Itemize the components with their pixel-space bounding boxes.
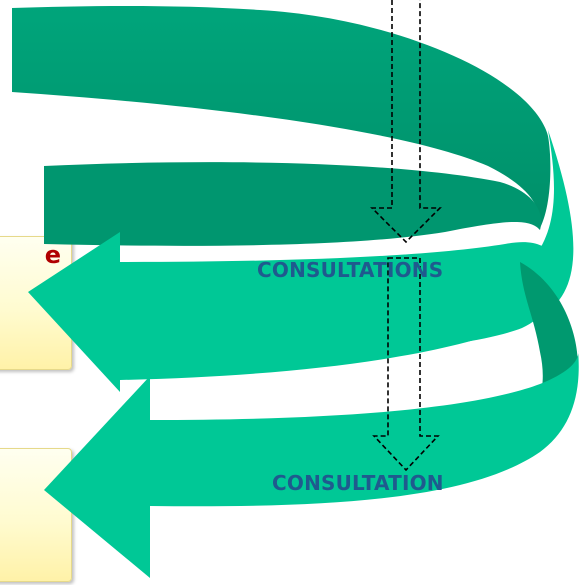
stage-box-upper-text: e	[44, 241, 61, 269]
dashed-arrow-bottom	[372, 257, 440, 472]
dashed-flow-arrows	[370, 0, 442, 472]
lower-arrow-head	[44, 376, 150, 578]
upper-arrow-shaft	[120, 242, 557, 357]
stage-box-lower	[0, 448, 72, 582]
spiral-band-middle	[44, 162, 542, 246]
dashed-arrow-top	[370, 0, 442, 244]
consultation-label: CONSULTATION	[272, 471, 444, 495]
consultations-label: CONSULTATIONS	[257, 258, 444, 282]
spiral-band-top	[12, 6, 551, 228]
upper-arrow-head	[28, 232, 120, 392]
lower-arrow-shaft	[150, 350, 579, 507]
